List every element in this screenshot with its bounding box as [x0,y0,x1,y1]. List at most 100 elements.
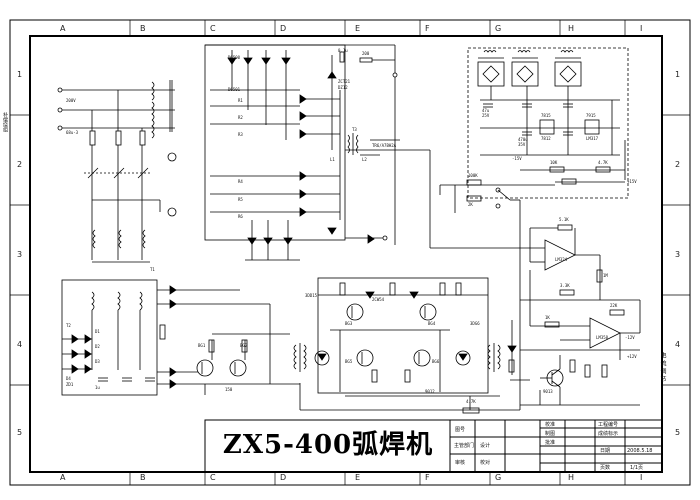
col-label-f: F [425,24,430,33]
label-reg-2: LM317 [586,136,599,141]
label-r-fb-4: 2K [468,202,473,207]
row-label-5-right: 5 [675,428,681,437]
tb-yeshu-label: 页数 [600,465,611,471]
label-r-fb-2: 10K [550,160,558,165]
label-cap-left: 68u-3 [66,130,79,135]
label-dz: DZ12 [338,85,348,90]
col-label-i-bottom: I [640,473,643,482]
label-r-fb-5: 1K [545,315,550,320]
tb-riqi-value: 2008.5.18 [627,448,653,454]
label-reg-1: 7915 [586,113,596,118]
label-r-fb-7: 22K [610,303,618,308]
row-label-1: 1 [17,70,23,79]
label-bl-6: 1u [95,385,100,390]
label-transistor-1: 3DG6 [470,321,480,326]
label-resistor-main: 4.7K [466,399,476,404]
row-label-4-right: 4 [675,340,681,349]
label-r-fb-1: 4.7K [598,160,608,165]
label-bl-1: D1 [95,329,100,334]
row-ticks [10,114,690,386]
label-r-fb-0: 5.1K [559,217,569,222]
col-label-f-bottom: F [425,473,430,482]
label-pulse-0: BG1 [198,343,206,348]
inverter-section [293,277,520,414]
tb-jiao-zhun: 校准 [545,422,556,428]
tb-tu-hao: 图号 [455,427,466,433]
col-label-a: A [60,24,66,33]
label-pulse-5: BG6 [432,359,440,364]
label-r3: R3 [238,132,243,137]
label-opamp-2: LM358 [596,335,609,340]
row-label-3-right: 3 [675,250,681,259]
label-supply-p15: +15V [627,179,637,184]
col-label-g-bottom: G [495,473,502,482]
tb-she-ji: 设计 [480,443,491,449]
row-label-3: 3 [17,250,23,259]
tb-chengji: 成绩标示 [598,431,619,437]
tb-riqi-label: 日期 [600,448,611,454]
label-supply-m12: -12V [625,335,635,340]
opamp-control [507,224,641,410]
label-transistor-2: 9013 [543,389,553,394]
tb-yeshu-value: 1/1页 [630,465,644,471]
row-label-4: 4 [17,340,23,349]
label-r2: R2 [238,115,243,120]
label-reg-0: 7815 [541,113,551,118]
label-pulse-4: BG5 [345,359,353,364]
col-label-g: G [495,24,502,33]
power-supply [439,47,629,248]
label-cap-ps-0: 47u [482,108,490,113]
label-l1: L1 [330,157,335,162]
label-r-fb-3: 100K [468,173,478,178]
label-bl-5: ZD1 [66,382,74,387]
vertical-note: 电流调节 [659,352,666,384]
tb-gongcheng: 工程编号 [598,422,619,428]
col-label-a-bottom: A [60,473,66,482]
label-opamp-1: LM324 [555,257,568,262]
col-label-c-bottom: C [210,473,216,482]
column-ticks [129,20,626,485]
drawing-title: ZX5-400弧焊机 [222,430,434,460]
label-zener: 2CW54 [372,297,385,302]
label-t1: T1 [150,267,155,272]
label-transistor-3: 9012 [425,389,435,394]
col-label-h-bottom: H [568,473,575,482]
label-r1: R1 [238,98,243,103]
tb-zhu-guan: 主管部门 [454,443,475,449]
col-label-b-bottom: B [140,473,146,482]
label-l2: L2 [362,157,367,162]
tb-pi-zhun: 批准 [545,440,556,446]
label-r-fb-6: 3.3K [560,283,570,288]
outer-border [9,19,691,486]
tb-jiao-dui: 校对 [480,460,491,466]
label-d6500: D6500 [228,55,241,60]
label-cap-ps-3: 35V [518,142,526,147]
row-label-2-right: 2 [675,160,681,169]
label-pulse-1: BG2 [240,343,248,348]
side-label: 补偿绕组 [2,112,8,132]
col-label-i: I [640,24,643,33]
col-label-h: H [568,24,575,33]
label-pulse-3: BG4 [428,321,436,326]
col-label-d: D [280,24,287,33]
label-bl-4: D4 [66,376,71,381]
label-bl-0: T2 [66,323,71,328]
label-r-top: 200 [362,51,370,56]
label-scr: TR6/A7BH2A [372,143,397,148]
tb-shen-he: 审核 [455,460,466,466]
label-supply-m15: -15V [512,156,522,161]
col-label-b: B [140,24,146,33]
input-section [57,80,177,263]
rectifier-section [61,279,300,396]
label-r6: R6 [238,214,243,219]
label-reg-3: 7812 [541,136,551,141]
label-r5: R5 [238,197,243,202]
label-cap-ps-1: 25V [482,113,490,118]
label-cap-ps-2: 470u [518,137,528,142]
label-d6501: D6501 [228,87,241,92]
scr-bridge [204,44,520,261]
row-label-1-right: 1 [675,70,681,79]
label-bl-3: D3 [95,359,100,364]
label-r-fb-8: 1M [603,273,608,278]
